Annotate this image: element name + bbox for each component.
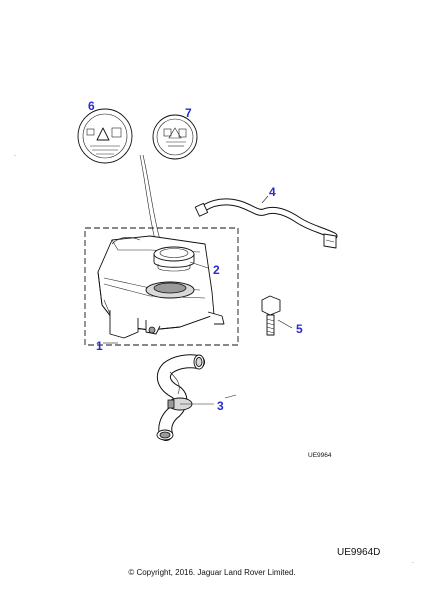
callout-4[interactable]: 4 bbox=[269, 185, 276, 199]
bolt-5[interactable] bbox=[261, 295, 281, 336]
cap-label-icon bbox=[163, 128, 172, 137]
drawing-code: UE9964 bbox=[308, 452, 332, 459]
bleed-hose-4[interactable] bbox=[194, 198, 338, 249]
filler-cap-2[interactable] bbox=[153, 246, 195, 272]
callout-3[interactable]: 3 bbox=[217, 399, 224, 413]
corner-mark-right: - bbox=[412, 560, 414, 566]
warning-decal-6[interactable] bbox=[77, 108, 133, 164]
callout-6[interactable]: 6 bbox=[88, 99, 95, 113]
copyright-notice: © Copyright, 2016. Jaguar Land Rover Lim… bbox=[128, 568, 296, 577]
callout-1[interactable]: 1 bbox=[96, 339, 103, 353]
sheet-code: UE9964D bbox=[337, 547, 381, 558]
corner-mark-left: - bbox=[14, 153, 16, 159]
warning-label-icon bbox=[96, 127, 110, 141]
callout-5[interactable]: 5 bbox=[296, 322, 303, 336]
callout-7[interactable]: 7 bbox=[185, 106, 192, 120]
cap-decal-7[interactable] bbox=[152, 114, 198, 160]
assembly-boundary bbox=[84, 227, 239, 346]
callout-2[interactable]: 2 bbox=[213, 263, 220, 277]
coolant-hose-3[interactable] bbox=[156, 354, 205, 441]
